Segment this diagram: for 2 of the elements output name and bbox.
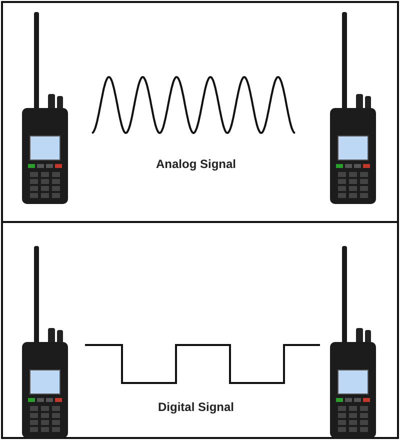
signal-label: Digital Signal (158, 400, 234, 414)
signal-label: Analog Signal (156, 157, 236, 171)
